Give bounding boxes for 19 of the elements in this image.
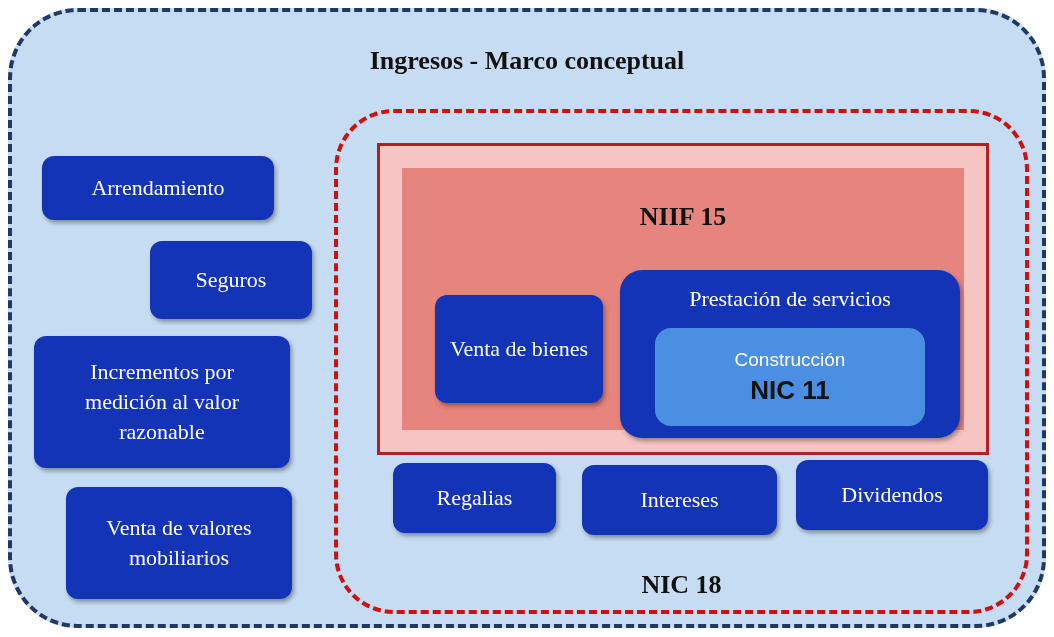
revenue-item: Venta de valores mobiliarios — [66, 487, 292, 599]
diagram-heading: Ingresos - Marco conceptual — [368, 46, 686, 76]
revenue-item: Regalias — [393, 463, 556, 533]
standard-panel — [380, 146, 986, 452]
standard-title: NIC 18 — [640, 570, 723, 600]
standard-title: NIIF 15 — [638, 202, 728, 232]
revenue-item: Arrendamiento — [42, 156, 274, 220]
group-title: Prestación de servicios — [688, 286, 892, 312]
standard-region — [334, 109, 1029, 614]
revenue-item: Intereses — [582, 465, 777, 535]
service-panel — [620, 270, 960, 438]
item-label: Construcción — [734, 348, 846, 371]
revenue-item: Dividendos — [796, 460, 988, 530]
revenue-item: Incrementos por medición al valor razonable — [34, 336, 290, 468]
construction-card — [655, 328, 925, 426]
framework-panel — [8, 8, 1046, 628]
standard-code: NIC 11 — [750, 374, 830, 406]
revenue-item: Venta de bienes — [435, 295, 603, 403]
revenue-item: Seguros — [150, 241, 312, 319]
